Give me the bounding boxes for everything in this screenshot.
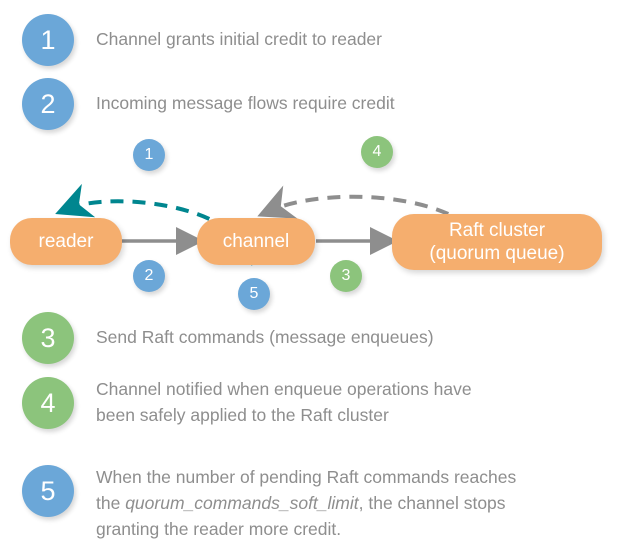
node-raft-cluster-label: Raft cluster (quorum queue) <box>429 220 565 264</box>
legend-badge-2: 2 <box>22 78 74 130</box>
flow-diagram: reader channel Raft cluster (quorum queu… <box>0 130 625 315</box>
legend-label-4: Channel notified when enqueue operations… <box>96 379 472 425</box>
legend-item-5: 5 When the number of pending Raft comman… <box>22 439 516 542</box>
legend-label-3: Send Raft commands (message enqueues) <box>96 327 434 347</box>
legend-label-2: Incoming message flows require credit <box>96 93 395 113</box>
node-channel[interactable]: channel <box>197 218 315 265</box>
diagram-badge-2: 2 <box>133 260 165 292</box>
legend-label-5: When the number of pending Raft commands… <box>96 438 516 542</box>
legend-badge-1: 1 <box>22 14 74 66</box>
legend-badge-3: 3 <box>22 312 74 364</box>
node-channel-label: channel <box>222 231 290 252</box>
node-reader[interactable]: reader <box>10 218 122 265</box>
legend-item-2: 2 Incoming message flows require credit <box>22 78 395 130</box>
diagram-badge-4: 4 <box>361 136 393 168</box>
diagram-badge-3: 3 <box>330 260 362 292</box>
legend-label-5-part2: , the channel stops granting the reader … <box>96 493 506 539</box>
node-reader-label: reader <box>38 231 94 252</box>
legend-label-5-part1: When the number of pending Raft commands… <box>96 467 517 513</box>
legend-item-4: 4 Channel notified when enqueue operatio… <box>22 377 472 429</box>
legend-item-1: 1 Channel grants initial credit to reade… <box>22 14 382 66</box>
legend-badge-5: 5 <box>22 465 74 517</box>
diagram-badge-5: 5 <box>238 278 270 310</box>
legend-item-3: 3 Send Raft commands (message enqueues) <box>22 312 434 364</box>
diagram-badge-1: 1 <box>133 139 165 171</box>
legend-badge-4: 4 <box>22 377 74 429</box>
node-raft-cluster[interactable]: Raft cluster (quorum queue) <box>392 214 602 270</box>
legend-label-5-config-name: quorum_commands_soft_limit <box>125 493 359 513</box>
legend-label-1: Channel grants initial credit to reader <box>96 29 382 49</box>
